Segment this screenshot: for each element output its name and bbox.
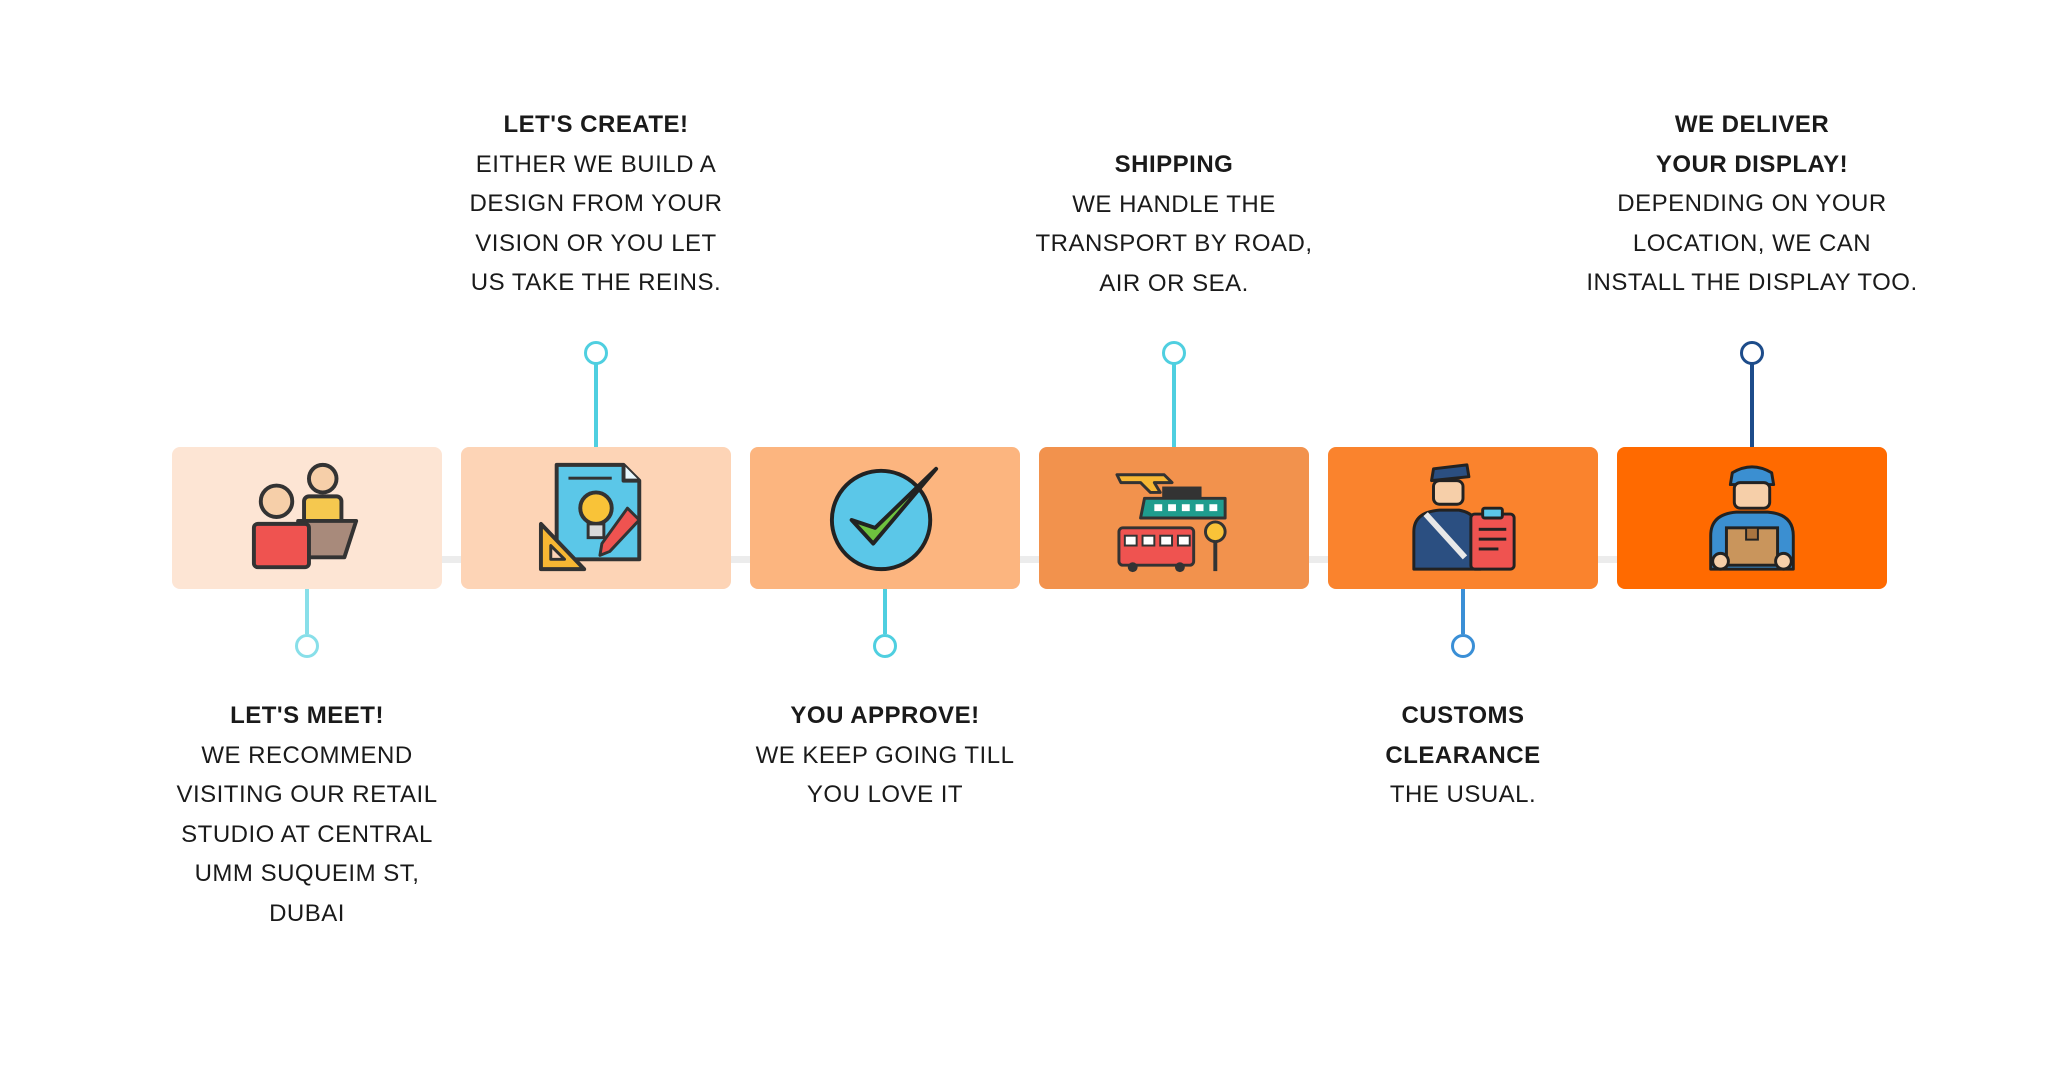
customs-officer-icon (1412, 463, 1516, 571)
connector-deliver (1750, 364, 1754, 447)
caption-body: WE RECOMMEND VISITING OUR RETAIL STUDIO … (176, 741, 438, 927)
step-box-deliver (1617, 447, 1887, 589)
dot-approve (873, 634, 897, 658)
step-box-approve (750, 447, 1020, 589)
dot-shipping (1162, 341, 1186, 365)
step-box-meet (172, 447, 442, 589)
caption-title: LET'S CREATE! (503, 111, 689, 138)
step-box-customs (1328, 447, 1598, 589)
caption-title: LET'S MEET! (230, 702, 384, 729)
step-box-create (461, 447, 731, 589)
caption-title: YOU APPROVE! (790, 702, 980, 729)
design-idea-icon (538, 462, 642, 572)
caption-body: THE USUAL. (1389, 781, 1537, 808)
caption-title: WE DELIVER YOUR DISPLAY! (1655, 111, 1849, 178)
caption-approve: YOU APPROVE! WE KEEP GOING TILL YOU LOVE… (750, 696, 1020, 815)
caption-title: CUSTOMS CLEARANCE (1385, 702, 1541, 769)
step-box-shipping (1039, 447, 1309, 589)
dot-meet (295, 634, 319, 658)
caption-body: WE KEEP GOING TILL YOU LOVE IT (755, 741, 1015, 809)
dot-create (584, 341, 608, 365)
connector-meet (305, 589, 309, 634)
meeting-icon (251, 462, 359, 570)
delivery-person-icon (1709, 465, 1795, 571)
caption-body: DEPENDING ON YOUR LOCATION, WE CAN INSTA… (1586, 190, 1918, 296)
caption-customs: CUSTOMS CLEARANCE THE USUAL. (1363, 696, 1563, 815)
connector-create (594, 364, 598, 447)
caption-body: WE HANDLE THE TRANSPORT BY ROAD, AIR OR … (1035, 190, 1313, 297)
checkmark-icon (829, 466, 939, 572)
caption-body: EITHER WE BUILD A DESIGN FROM YOUR VISIO… (469, 150, 723, 297)
transport-icon (1115, 473, 1227, 573)
caption-shipping: SHIPPING WE HANDLE THE TRANSPORT BY ROAD… (1034, 145, 1314, 303)
dot-deliver (1740, 341, 1764, 365)
connector-customs (1461, 589, 1465, 634)
caption-title: SHIPPING (1114, 151, 1234, 178)
caption-meet: LET'S MEET! WE RECOMMEND VISITING OUR RE… (172, 696, 442, 933)
connector-approve (883, 589, 887, 634)
caption-create: LET'S CREATE! EITHER WE BUILD A DESIGN F… (466, 105, 726, 303)
dot-customs (1451, 634, 1475, 658)
timeline-bar (172, 556, 1884, 563)
connector-shipping (1172, 364, 1176, 447)
caption-deliver: WE DELIVER YOUR DISPLAY! DEPENDING ON YO… (1582, 105, 1922, 303)
